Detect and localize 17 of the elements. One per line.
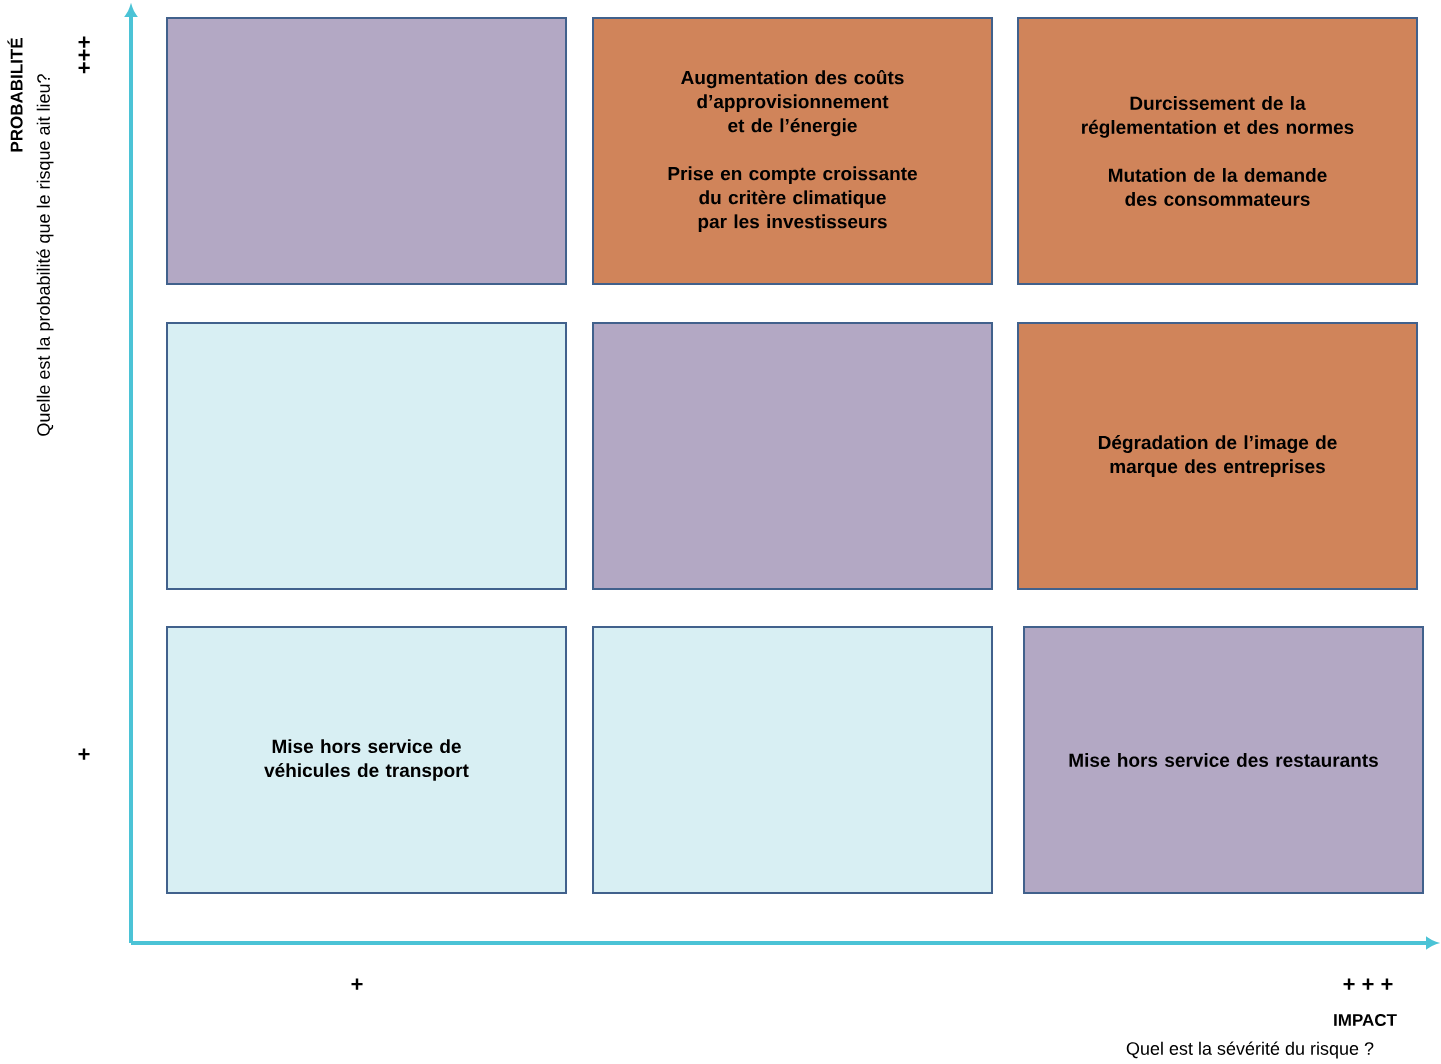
empty-box <box>592 626 993 894</box>
axis-question: Quelle est la probabilité que le risque ait lieu? <box>36 74 54 436</box>
axis-question: Quel est la sévérité du risque ? <box>1126 1041 1374 1059</box>
scale-mark: +++ <box>78 36 90 74</box>
risk-box: Dégradation de l’image de marque des entreprises <box>1017 322 1418 590</box>
scale-mark: + <box>78 748 90 760</box>
axis-title: IMPACT <box>1334 1014 1397 1026</box>
risk-box: Mise hors service des restaurants <box>1023 626 1424 894</box>
risk-box: Mise hors service de véhicules de transport <box>166 626 567 894</box>
scale-mark: + <box>351 978 363 990</box>
empty-box <box>166 17 567 285</box>
empty-box <box>592 322 993 590</box>
axis-title: PROBABILITÉ <box>7 38 23 152</box>
risk-box: Durcissement de la réglementation et des normes Mutation de la demande des consommateurs <box>1017 17 1418 285</box>
risk-box: Augmentation des coûts d’approvisionnement et de l’énergie Prise en compte croissante du critère climatique par les investisseurs <box>592 17 993 285</box>
empty-box <box>166 322 567 590</box>
scale-mark: + + + <box>1343 978 1393 990</box>
